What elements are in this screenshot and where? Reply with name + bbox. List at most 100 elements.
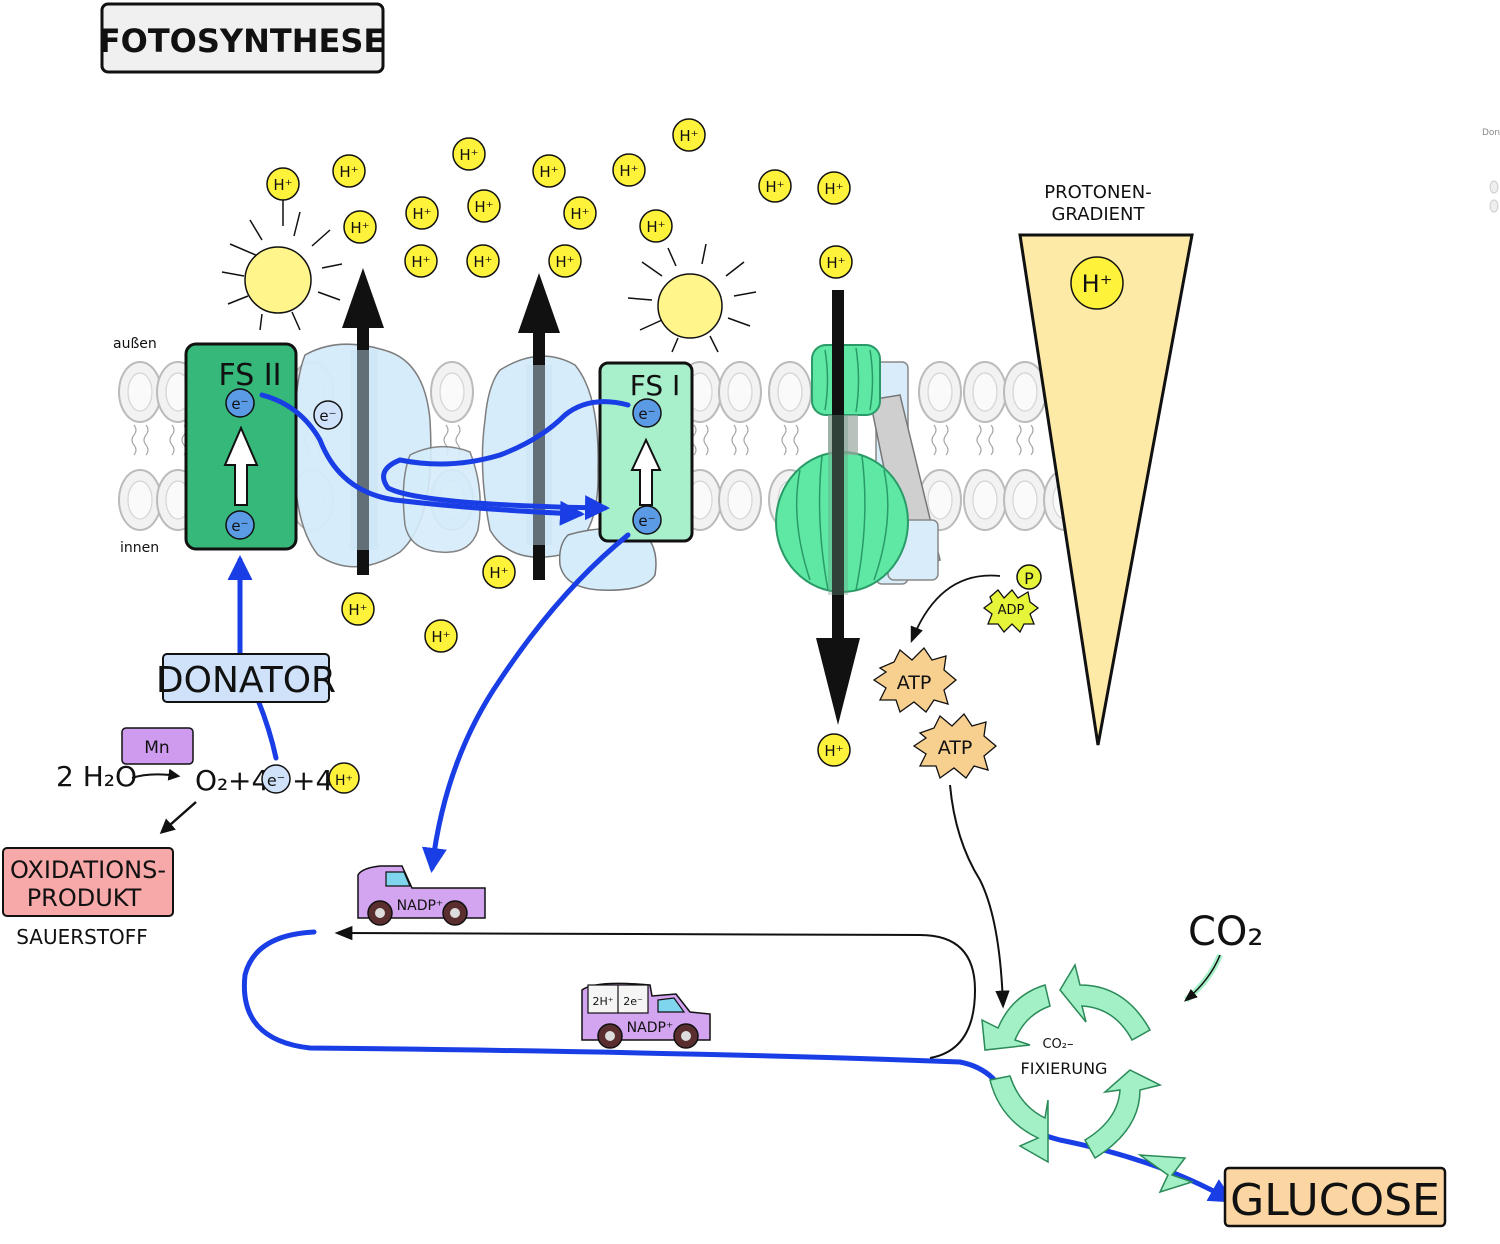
- adp-to-atp-arrow: [910, 574, 1001, 644]
- svg-text:H⁺: H⁺: [459, 146, 478, 164]
- proton-icon: H⁺: [482, 555, 516, 589]
- oxidation-line2: PRODUKT: [27, 884, 142, 912]
- nadph-truck: 2H⁺ 2e⁻ NADP⁺: [581, 982, 711, 1049]
- lipid-head: [430, 361, 474, 423]
- lipid-head: [118, 469, 162, 531]
- proton-icon: H⁺: [266, 167, 300, 201]
- svg-text:e⁻: e⁻: [231, 395, 248, 413]
- svg-text:H⁺: H⁺: [473, 253, 492, 271]
- proton-icon: H⁺: [452, 137, 486, 171]
- electron-path-fs2-to-fs1: [259, 392, 585, 526]
- gradient-label-line1: PROTONEN-: [1044, 182, 1152, 203]
- nadp-truck: NADP⁺: [357, 865, 486, 926]
- proton-pump-arrow-cytochrome: [518, 273, 560, 580]
- adp-badge: ADP: [982, 589, 1040, 634]
- svg-text:e⁻: e⁻: [638, 405, 655, 423]
- svg-text:H⁺: H⁺: [489, 564, 508, 582]
- electron-icon: e⁻: [225, 388, 255, 418]
- equation-oxygen: O₂: [195, 764, 228, 797]
- equation-water: 2 H₂O: [56, 760, 137, 793]
- equation-plus4-protons: +4: [292, 764, 333, 797]
- adp-label: ADP: [998, 603, 1025, 618]
- svg-text:e⁻: e⁻: [638, 512, 655, 530]
- title-box: FOTOSYNTHESE: [99, 2, 385, 74]
- phosphate-badge: P: [1016, 564, 1042, 590]
- atp-badge-2: ATP: [912, 712, 998, 780]
- phosphate-label: P: [1024, 569, 1034, 588]
- atp-to-fixation-arrow: [949, 784, 1010, 1009]
- lipid-head: [963, 361, 1007, 423]
- svg-text:e⁻: e⁻: [319, 407, 336, 425]
- electron-path-donator-lower: [255, 697, 279, 761]
- lipid-tails: [131, 424, 149, 456]
- lipid-head: [963, 469, 1007, 531]
- atp-synthase: [775, 344, 941, 593]
- outside-label: außen: [113, 336, 157, 352]
- photosystem-1: FS I: [598, 361, 694, 543]
- proton-flow-arrow-synthase: [816, 290, 860, 725]
- svg-text:H⁺: H⁺: [411, 253, 430, 271]
- equation-electron: e⁻: [267, 771, 285, 790]
- fs2-label: FS II: [218, 358, 281, 393]
- sauerstoff-label: SAUERSTOFF: [16, 925, 148, 949]
- electron-path-cyclic: [381, 399, 631, 521]
- gradient-proton-label: H⁺: [1082, 270, 1113, 298]
- fs1-label: FS I: [630, 369, 681, 402]
- svg-text:H⁺: H⁺: [824, 742, 843, 760]
- svg-text:H⁺: H⁺: [431, 628, 450, 646]
- proton-icon: H⁺: [404, 244, 438, 278]
- proton-icon: H⁺: [467, 189, 501, 223]
- donator-box: DONATOR: [156, 653, 336, 703]
- electron-path-fs1-to-nadp: [421, 532, 631, 873]
- lipid-tails: [976, 424, 994, 456]
- gradient-proton: [1070, 256, 1124, 310]
- glucose-box: GLUCOSE: [1223, 1166, 1447, 1228]
- glucose-label: GLUCOSE: [1230, 1175, 1440, 1226]
- co2-input-arrow: [1183, 954, 1221, 1002]
- proton-icon: H⁺: [817, 733, 851, 767]
- nadph-path-to-glucose: [241, 929, 1235, 1203]
- lipid-tails: [691, 424, 709, 456]
- gradient-label-line2: GRADIENT: [1051, 204, 1145, 225]
- fixation-line2: FIXIERUNG: [1021, 1059, 1108, 1078]
- lipid-head: [118, 361, 162, 423]
- proton-icon: H⁺: [466, 244, 500, 278]
- proton-icon: H⁺: [639, 209, 673, 243]
- proton-pump-arrow-fs2: [342, 268, 384, 575]
- svg-text:H⁺: H⁺: [339, 163, 358, 181]
- proton-icon: H⁺: [758, 169, 792, 203]
- svg-text:H⁺: H⁺: [555, 253, 574, 271]
- svg-text:H⁺: H⁺: [679, 127, 698, 145]
- proton-icon: H⁺: [341, 592, 375, 626]
- membrane-overlay-middle: [526, 365, 552, 545]
- proton-icon: H⁺: [563, 196, 597, 230]
- svg-text:H⁺: H⁺: [350, 219, 369, 237]
- atp-badge-1: ATP: [872, 646, 958, 714]
- proton-icon: H⁺: [817, 171, 851, 205]
- proton-icon: H⁺: [532, 154, 566, 188]
- lipid-tails: [731, 424, 749, 456]
- svg-text:H⁺: H⁺: [412, 205, 431, 223]
- svg-text:H⁺: H⁺: [539, 163, 558, 181]
- svg-text:H⁺: H⁺: [824, 180, 843, 198]
- svg-text:H⁺: H⁺: [826, 254, 845, 272]
- cargo-e-label: 2e⁻: [623, 995, 643, 1008]
- nadp-truck-label: NADP⁺: [397, 898, 444, 914]
- lipid-tails: [1016, 424, 1034, 456]
- membrane-overlay-left: [350, 350, 378, 550]
- donator-label: DONATOR: [156, 660, 336, 701]
- co2-label: CO₂: [1188, 909, 1263, 955]
- lipid-head: [1003, 361, 1047, 423]
- co2-fixation-cycle: [981, 963, 1195, 1194]
- svg-text:H⁺: H⁺: [765, 178, 784, 196]
- nadp-return-arrow: [334, 925, 977, 1059]
- electrons: e⁻e⁻e⁻e⁻e⁻: [225, 388, 662, 540]
- proton-icon: H⁺: [672, 118, 706, 152]
- lipid-head: [1003, 469, 1047, 531]
- proton-icon: H⁺: [424, 619, 458, 653]
- lipid-tails: [169, 424, 187, 456]
- oxidation-line1: OXIDATIONS-: [10, 856, 166, 884]
- lipid-tails: [781, 424, 799, 456]
